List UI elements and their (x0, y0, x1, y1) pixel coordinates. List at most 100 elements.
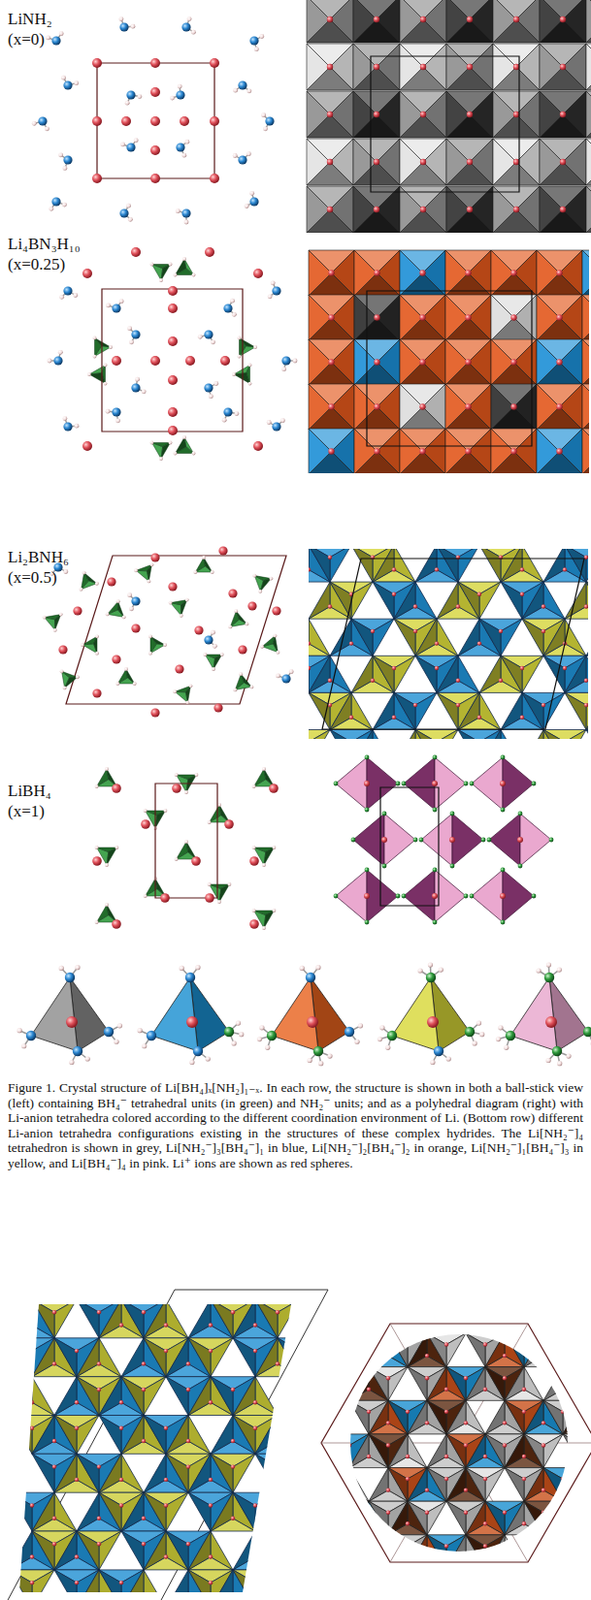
li-tetrahedron (491, 250, 515, 296)
b-atom (333, 782, 339, 788)
h-atom (318, 1061, 324, 1067)
li-atom (328, 604, 332, 609)
li-tetrahedron (277, 1403, 323, 1416)
li-tetrahedron (349, 1435, 369, 1470)
li-atom (167, 375, 178, 386)
bh4-tetrahedron (97, 905, 109, 923)
li-tetrahedron (492, 43, 517, 91)
h-atom (207, 820, 212, 825)
formula-label: LiNH₂ (7, 9, 53, 30)
li-atom (541, 1511, 546, 1516)
h-atom (42, 616, 47, 621)
li-atom (366, 1455, 371, 1460)
li-tetrahedron (582, 1390, 591, 1403)
b-atom (583, 1027, 591, 1038)
li-atom (556, 403, 562, 410)
b-atom (432, 755, 438, 761)
li-atom (111, 784, 122, 794)
li-tetrahedron (188, 1378, 211, 1417)
li-tetrahedron (299, 1300, 345, 1314)
li-tetrahedron (349, 1502, 369, 1537)
h-atom (497, 1025, 503, 1031)
h-atom (237, 336, 242, 341)
li-tetrahedron (562, 1435, 583, 1470)
li-tetrahedron (446, 1502, 466, 1537)
h-atom (168, 262, 173, 267)
h-atom (32, 121, 37, 127)
h-atom (108, 345, 113, 350)
li-tetrahedron (299, 1519, 345, 1533)
li-atom (556, 359, 562, 365)
li-atom (580, 1444, 585, 1448)
li-tetrahedron (500, 582, 523, 620)
h-atom (74, 965, 80, 971)
li-atom (580, 1421, 585, 1426)
li-tetrahedron (210, 1339, 233, 1379)
li-tetrahedron (562, 1356, 591, 1369)
li-tetrahedron (277, 1378, 300, 1417)
li-tetrahedron (524, 1334, 544, 1369)
n-atom (37, 116, 47, 126)
li-tetrahedron (388, 1536, 408, 1571)
li-atom (150, 116, 161, 127)
li-tetrahedron (299, 1454, 323, 1494)
li-tetrahedron (121, 1532, 144, 1572)
li-tetrahedron (562, 1368, 583, 1403)
li-tetrahedron (32, 1532, 55, 1572)
bh4-tetrahedron (233, 373, 251, 385)
li-tetrahedron (586, 91, 591, 138)
li-atom (541, 1421, 546, 1426)
li-tetrahedron (394, 582, 416, 620)
h-atom (163, 809, 167, 814)
b-atom (518, 864, 524, 870)
li-tetrahedron (9, 1532, 33, 1572)
li-atom (204, 247, 215, 258)
li-atom (237, 645, 247, 655)
h-atom (119, 298, 125, 304)
li-tetrahedron (543, 656, 565, 693)
li-tetrahedron (306, 0, 330, 43)
li-tetrahedron (329, 1502, 369, 1514)
li-atom (119, 1504, 124, 1509)
h-atom (103, 382, 108, 387)
li-tetrahedron (255, 1493, 278, 1533)
li-tetrahedron (165, 1571, 189, 1600)
h-atom (82, 571, 87, 576)
h-atom (184, 139, 190, 145)
li-atom (522, 1455, 526, 1460)
li-atom (466, 111, 473, 118)
h-atom (44, 126, 50, 132)
li-atom (419, 314, 426, 321)
li-atom (366, 1343, 371, 1347)
bh4-tetrahedron (186, 686, 192, 703)
li-tetrahedron (500, 730, 523, 741)
li-atom (373, 403, 380, 410)
bh4-tetrahedron (65, 677, 78, 689)
li-tetrahedron (277, 1493, 300, 1533)
h-atom (189, 684, 194, 689)
li-tetrahedron (277, 1300, 300, 1340)
li-tetrahedron (306, 91, 330, 138)
li-tetrahedron (446, 138, 470, 186)
li-tetrahedron (372, 549, 394, 583)
li-atom (463, 1377, 468, 1381)
n-atom (131, 596, 140, 606)
formula-label: Li₄BN₃H₁₀ (7, 234, 81, 255)
li-tetrahedron (277, 1571, 323, 1584)
h-atom (159, 457, 164, 461)
li-atom (320, 1465, 325, 1470)
li-tetrahedron (485, 1401, 505, 1436)
h-atom (105, 409, 111, 415)
li-tetrahedron (210, 1454, 233, 1494)
li-atom (191, 856, 201, 867)
li-tetrahedron (98, 1300, 122, 1340)
h-atom (173, 452, 178, 457)
li-tetrahedron (465, 1368, 486, 1403)
li-atom (373, 16, 380, 23)
li-atom (230, 1465, 235, 1470)
li-tetrahedron (9, 1571, 33, 1600)
li-atom (477, 592, 482, 597)
li-atom (297, 1401, 302, 1406)
h-atom (193, 570, 197, 575)
li-atom (327, 64, 333, 70)
